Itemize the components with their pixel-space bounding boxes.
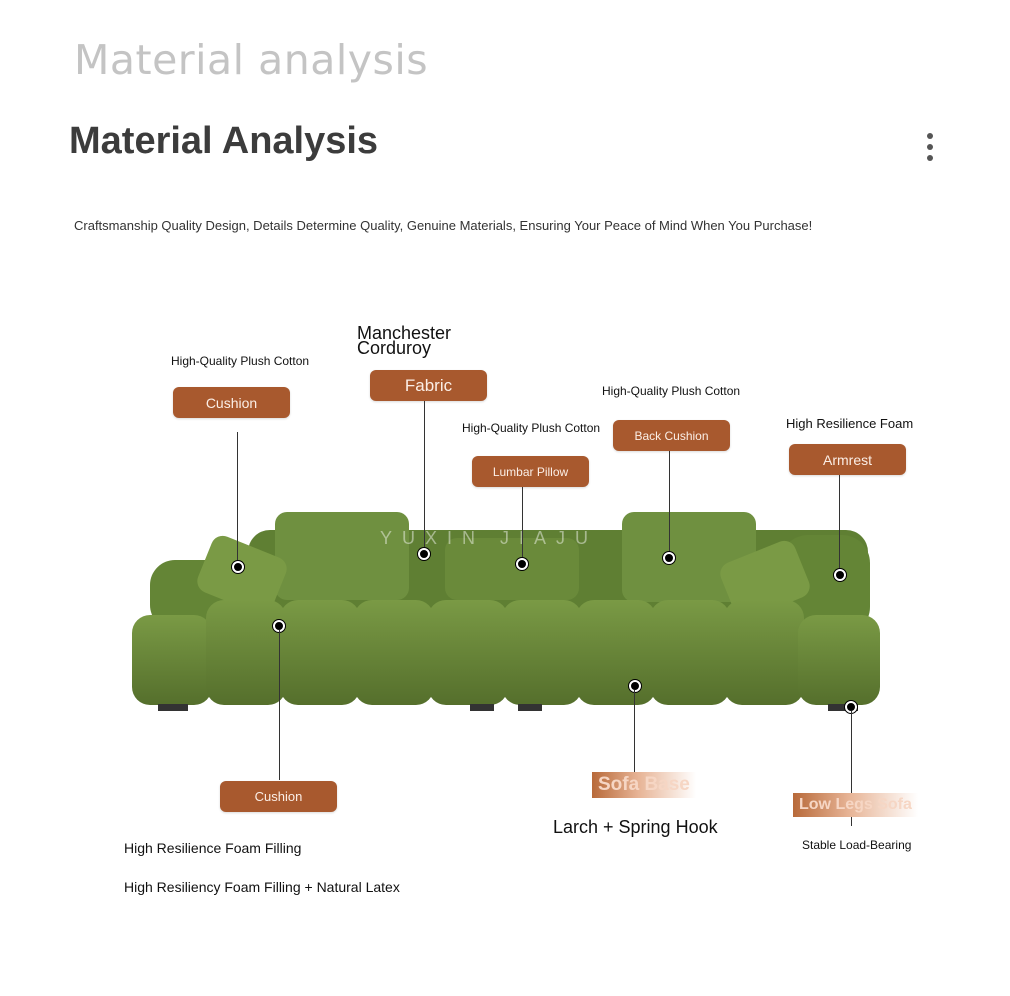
- sofa-base-leader: [634, 690, 635, 798]
- legs-desc: Stable Load-Bearing: [802, 838, 912, 852]
- more-vertical-icon[interactable]: [918, 128, 942, 166]
- fabric-dot: [418, 548, 430, 560]
- fabric-desc: Manchester Corduroy: [357, 323, 452, 358]
- armrest-leader: [839, 475, 840, 570]
- cushion-top-leader: [237, 432, 238, 567]
- page-subtitle: Craftsmanship Quality Design, Details De…: [74, 218, 813, 233]
- lumbar-dot: [516, 558, 528, 570]
- sofa-base-desc: Larch + Spring Hook: [553, 817, 718, 837]
- cushion-top-dot: [232, 561, 244, 573]
- back-cushion-tag: Back Cushion: [613, 420, 730, 451]
- back-cushion-leader: [669, 451, 670, 553]
- fabric-leader: [424, 401, 425, 549]
- lumbar-desc: High-Quality Plush Cotton: [462, 421, 601, 435]
- watermark: YUXIN JIAJU: [380, 528, 599, 548]
- back-cushion-desc: High-Quality Plush Cotton: [602, 384, 741, 398]
- lumbar-tag: Lumbar Pillow: [472, 456, 589, 487]
- lumbar-leader: [522, 487, 523, 559]
- ghost-title: Material analysis: [74, 36, 429, 84]
- sofa-image: [132, 512, 880, 711]
- page-title: Material Analysis: [69, 120, 379, 162]
- armrest-dot: [834, 569, 846, 581]
- sofa-base-tag: Sofa Base: [592, 772, 696, 798]
- legs-leader: [851, 711, 852, 826]
- legs-tag: Low Legs Sofa: [793, 793, 918, 817]
- fabric-tag: Fabric: [370, 370, 487, 401]
- armrest-desc: High Resilience Foam: [786, 416, 914, 431]
- cushion-top-desc: High-Quality Plush Cotton: [171, 354, 310, 368]
- back-cushion-dot: [663, 552, 675, 564]
- cushion-bottom-tag: Cushion: [220, 781, 337, 812]
- armrest-tag: Armrest: [789, 444, 906, 475]
- cushion-top-tag: Cushion: [173, 387, 290, 418]
- cushion-bottom-desc-1: High Resilience Foam Filling: [124, 840, 302, 856]
- sofa-base-dot: [629, 680, 641, 692]
- cushion-bottom-desc-2: High Resiliency Foam Filling + Natural L…: [124, 879, 400, 895]
- cushion-bottom-leader: [279, 630, 280, 780]
